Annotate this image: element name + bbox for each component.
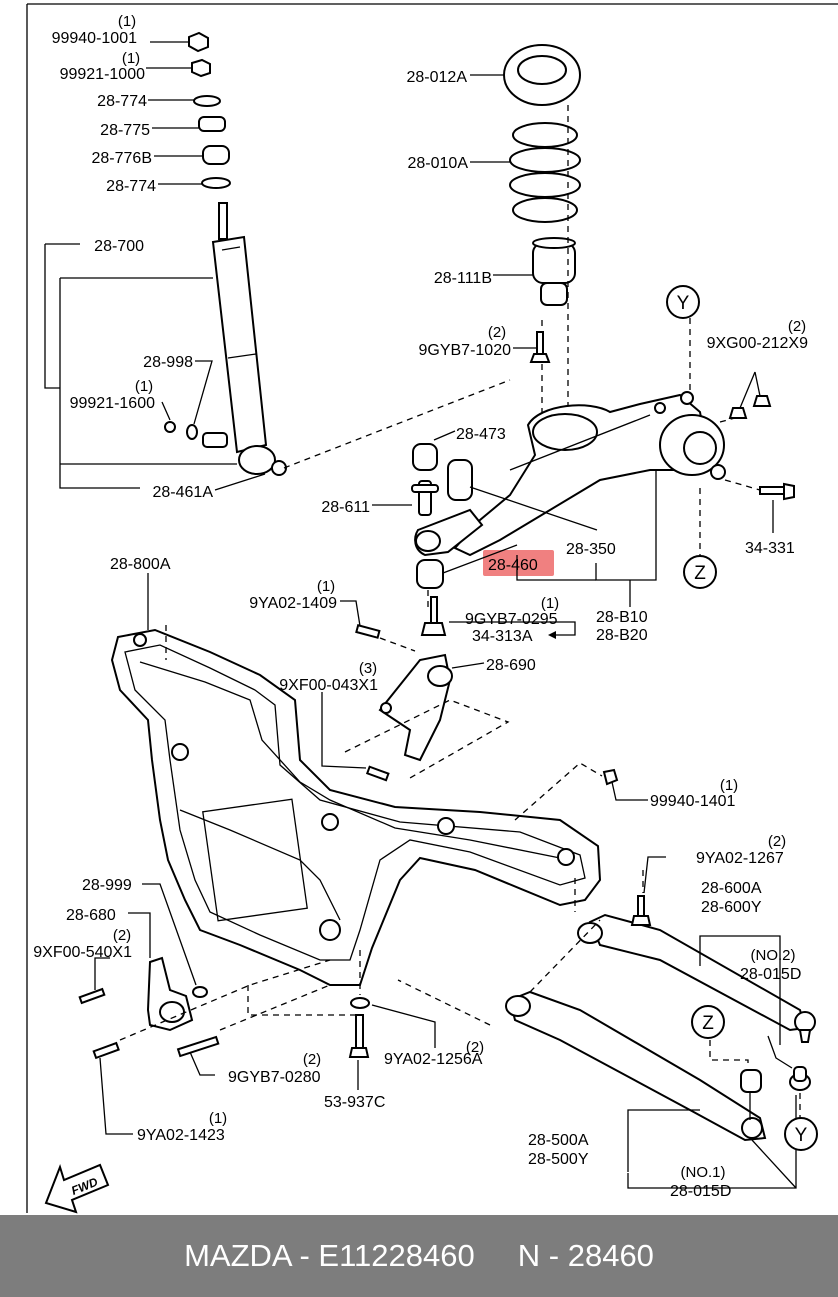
part-code-28-012a: 28-012A [407, 69, 468, 86]
marker-label: Y [677, 293, 690, 314]
part-code-9ya02-1267: 9YA02-1267 [696, 850, 784, 867]
shock-absorber [44, 202, 511, 491]
part-code-9ya02-1409: 9YA02-1409 [249, 595, 337, 612]
marker-y-top: Y [666, 285, 700, 319]
part-code-9gyb7-0295: 9GYB7-0295 [465, 611, 558, 628]
highlight-box [483, 550, 554, 576]
part-qty-9gyb7-0295: (1) [541, 595, 559, 612]
part-code-9gyb7-0280: 9GYB7-0280 [228, 1069, 321, 1086]
part-code-28-600a: 28-600A [701, 880, 762, 897]
marker-label: Y [795, 1125, 808, 1146]
marker-y-bottom: Y [784, 1117, 818, 1151]
arm-bushings [372, 430, 657, 639]
part-code-28-460: 28-460 [488, 557, 538, 574]
part-qty-9ya02-1409: (1) [317, 578, 335, 595]
part-code-28-680: 28-680 [66, 907, 116, 924]
marker-label: Z [694, 563, 706, 584]
part-code-99940-1401: 99940-1401 [650, 793, 736, 810]
part-code-28-998: 28-998 [143, 354, 193, 371]
part-code-28-350: 28-350 [566, 541, 616, 558]
part-qty-99940-1401: (1) [720, 777, 738, 794]
part-code-28-015d-no1: 28-015D [670, 1183, 731, 1200]
part-code-28-500y: 28-500Y [528, 1151, 589, 1168]
part-code-28-015d-no2: 28-015D [740, 966, 801, 983]
part-code-28-b20: 28-B20 [596, 627, 648, 644]
bracket-28-690 [321, 600, 648, 821]
part-qty-9ya02-1256a: (2) [466, 1039, 484, 1056]
lower-lateral-link [397, 919, 797, 1189]
callout-labels: 99940-1001(1)99921-1000(1)28-77428-77528… [33, 13, 808, 1200]
part-code-28-800a: 28-800A [110, 556, 171, 573]
part-qty-9ya02-1423: (1) [209, 1110, 227, 1127]
marker-z-bottom: Z [691, 1005, 725, 1039]
part-code-99921-1000: 99921-1000 [60, 66, 146, 83]
part-code-28-774-b: 28-774 [106, 178, 156, 195]
part-code-99940-1001: 99940-1001 [52, 30, 138, 47]
upper-lateral-link [577, 856, 816, 1118]
part-code-9ya02-1423: 9YA02-1423 [137, 1127, 225, 1144]
part-qty-99921-1000: (1) [122, 50, 140, 67]
part-code-28-500a: 28-500A [528, 1132, 589, 1149]
exploded-parts-diagram: Y Z Z Y FWD 99940-1001(1)99921-1000(1)28… [26, 3, 838, 1214]
part-code-53-937c: 53-937C [324, 1094, 385, 1111]
part-code-28-690: 28-690 [486, 657, 536, 674]
part-code-9gyb7-1020: 9GYB7-1020 [418, 342, 511, 359]
lower-left-bracket [78, 883, 331, 1135]
marker-z-top: Z [683, 555, 717, 589]
part-qty-9xf00-043x1: (3) [359, 660, 377, 677]
fwd-arrow-icon: FWD [44, 1163, 110, 1214]
center-bolt [247, 950, 436, 1090]
part-qty-9xg00-212x9: (2) [788, 318, 806, 335]
part-code-9xf00-043x1: 9XF00-043X1 [279, 677, 378, 694]
part-code-28-473: 28-473 [456, 426, 506, 443]
part-code-9ya02-1256a: 9YA02-1256A [384, 1051, 483, 1068]
part-qty-99940-1001: (1) [118, 13, 136, 30]
crossmember [110, 573, 602, 986]
footer-caption: MAZDA - E11228460 N - 28460 [0, 1215, 838, 1297]
part-code-9xf00-540x1: 9XF00-540X1 [33, 944, 132, 961]
part-code-9xg00-212x9: 9XG00-212X9 [707, 335, 809, 352]
shock-top-hardware [146, 31, 231, 189]
part-code-28-010a: 28-010A [408, 155, 469, 172]
part-qty-99921-1600: (1) [135, 378, 153, 395]
part-code-34-331: 34-331 [745, 540, 795, 557]
part-code-28-600y: 28-600Y [701, 899, 762, 916]
part-code-28-999: 28-999 [82, 877, 132, 894]
part-code-28-700: 28-700 [94, 238, 144, 255]
shock-lower-hardware [161, 360, 228, 448]
part-qty-9gyb7-0280: (2) [303, 1051, 321, 1068]
part-code-28-776b: 28-776B [92, 150, 153, 167]
part-qty-28-015d-no2: (NO.2) [751, 947, 796, 964]
part-code-28-b10: 28-B10 [596, 609, 648, 626]
spring-assembly [470, 44, 581, 415]
part-code-28-775: 28-775 [100, 122, 150, 139]
part-code-28-111b: 28-111B [434, 270, 492, 287]
part-qty-9gyb7-1020: (2) [488, 324, 506, 341]
knuckle-and-arm [453, 318, 795, 557]
part-code-28-774-a: 28-774 [97, 93, 147, 110]
part-qty-28-015d-no1: (NO.1) [681, 1164, 726, 1181]
part-code-28-611: 28-611 [321, 499, 370, 516]
part-code-99921-1600: 99921-1600 [70, 395, 156, 412]
part-qty-9ya02-1267: (2) [768, 833, 786, 850]
part-code-28-461a: 28-461A [153, 484, 214, 501]
part-qty-9xf00-540x1: (2) [113, 927, 131, 944]
marker-label: Z [702, 1013, 714, 1034]
part-code-34-313a: 34-313A [472, 628, 533, 645]
